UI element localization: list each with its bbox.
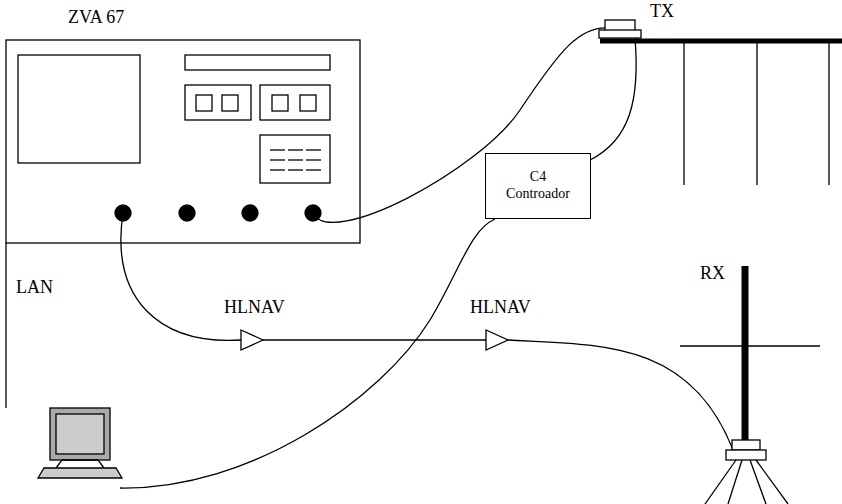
rf-cable [121,213,241,340]
box-text: C4 Controador [502,169,574,203]
analyzer-ports [115,205,321,221]
button [300,95,316,111]
button [196,95,212,111]
button-group [185,85,251,120]
amplifier-symbol [241,330,263,350]
rf-cable [313,28,610,223]
text-label: HLNAV [470,298,531,318]
analyzer-body [6,40,360,243]
keypad [260,135,330,183]
text-label: HLNAV [224,298,285,318]
keypad-keys [270,150,321,170]
laptop [38,408,122,478]
text-label: TX [650,2,674,22]
control-cable [590,38,636,160]
text-label: RX [700,264,725,284]
amplifier-symbol [486,330,508,350]
button [272,95,288,111]
analyzer-screen [18,55,140,163]
control-cable [120,219,495,488]
analyzer-slot [185,55,330,70]
text-label: LAN [16,278,53,298]
lan-cable [5,243,6,408]
text-label: ZVA 67 [68,8,124,28]
rf-cable [263,339,486,340]
controller-box: C4 Controador [485,153,591,219]
button [222,95,238,111]
button-group [260,85,330,120]
rf-cable [508,340,733,450]
rx-antenna [680,266,820,504]
